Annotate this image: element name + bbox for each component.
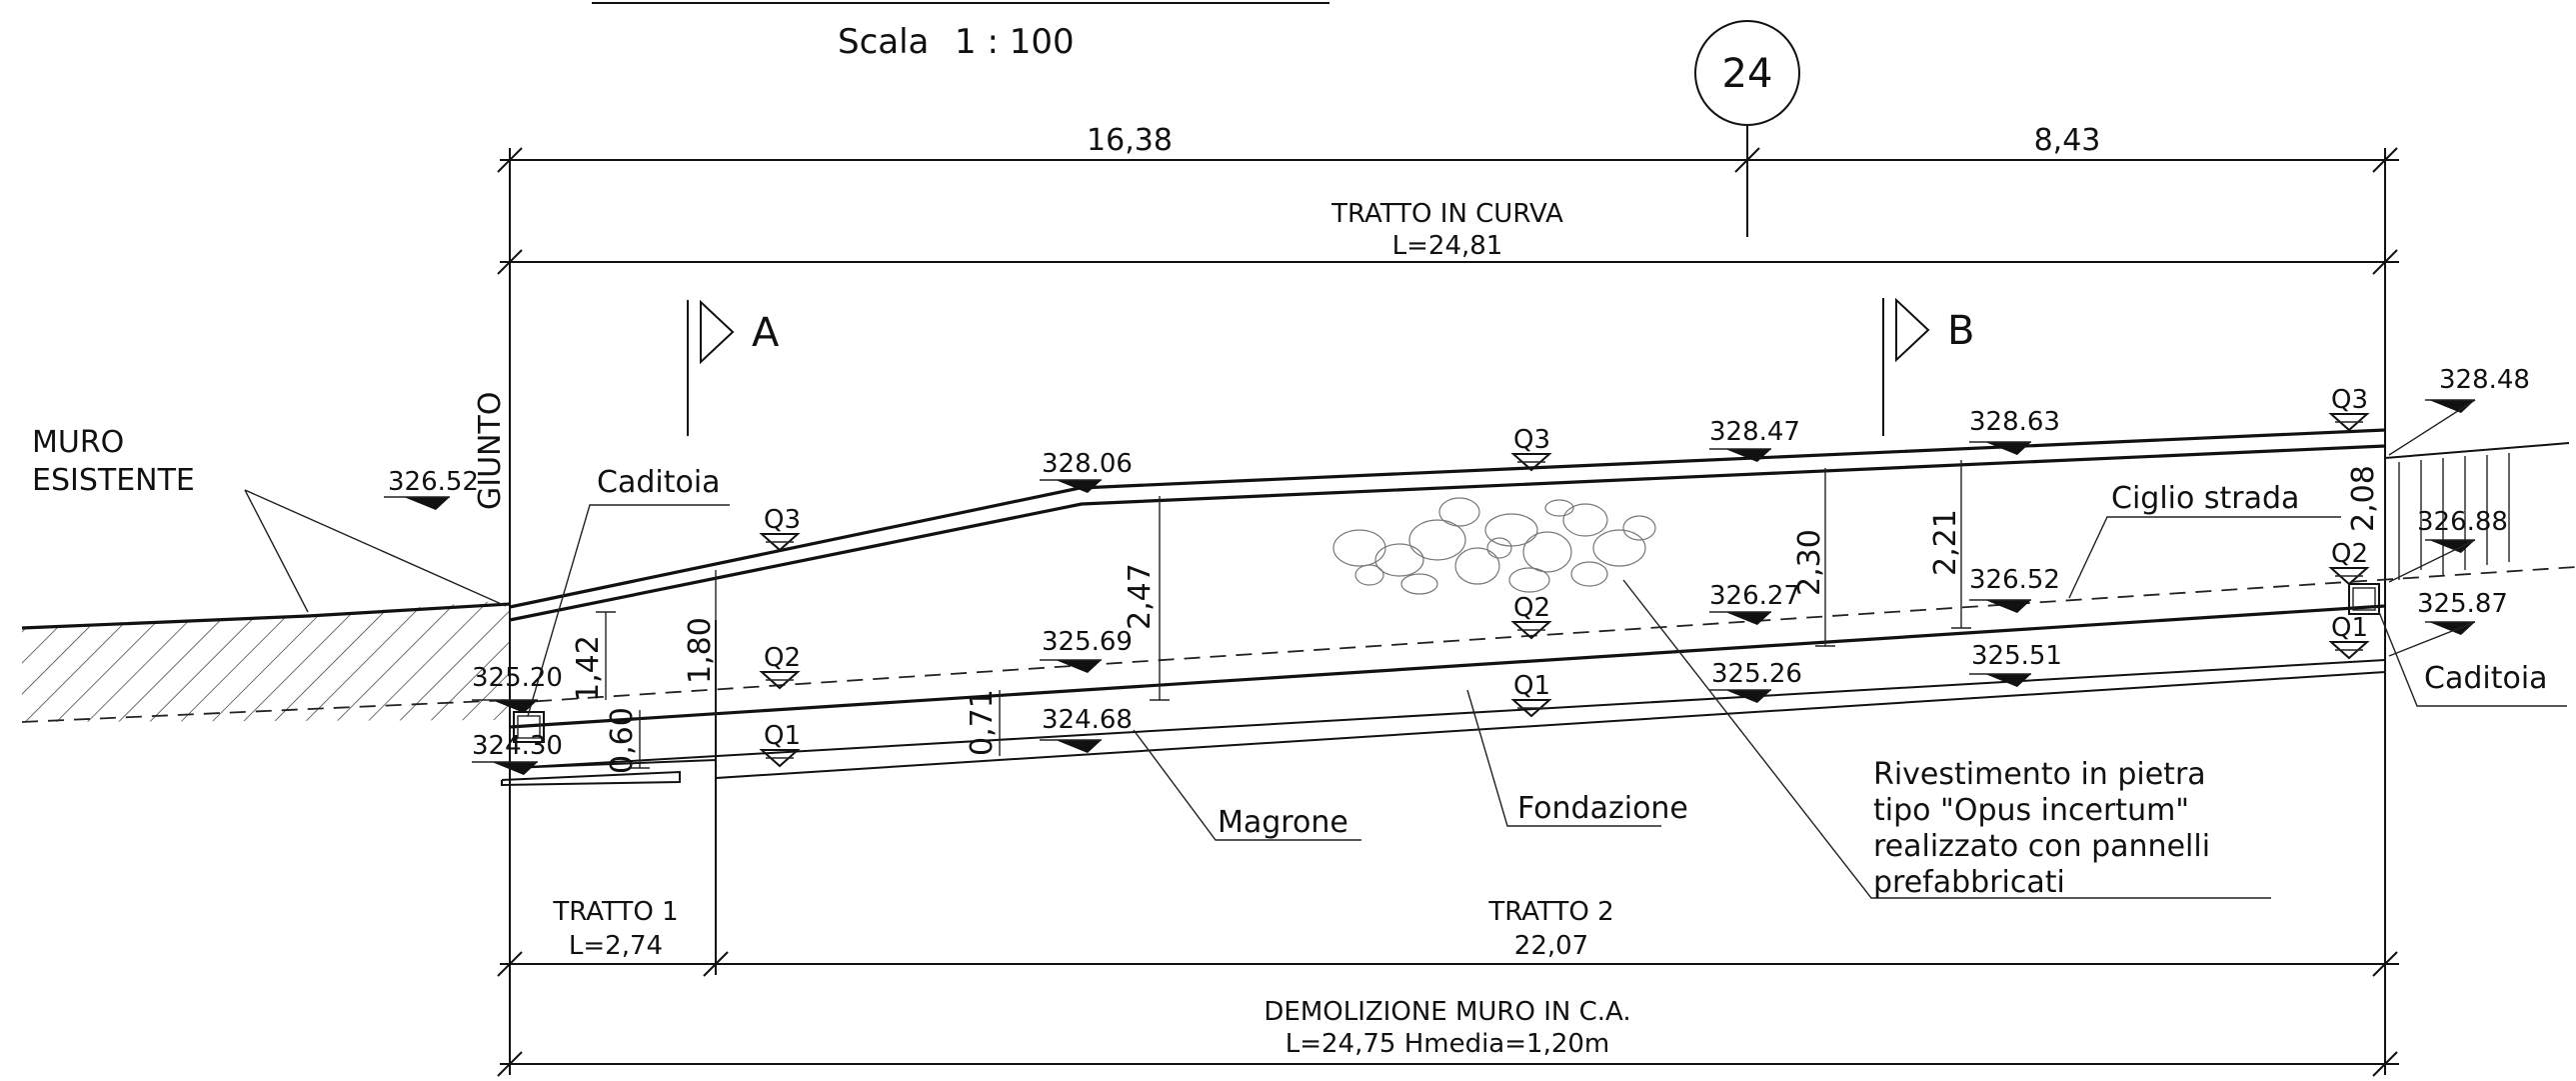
rivestimento-label-3: realizzato con pannelli xyxy=(1873,829,2210,864)
rivestimento-label-2: tipo "Opus incertum" xyxy=(1873,793,2189,828)
ciglio-strada-label: Ciglio strada xyxy=(2111,481,2299,516)
section-number-bubble: 24 xyxy=(1694,20,1800,237)
height-dimensions: 1,42 0,60 1,80 2,47 0,71 2,30 2,21 2,08 xyxy=(571,460,2381,774)
muro-esistente-label-1: MURO xyxy=(32,425,124,460)
level-tags: Q3 Q3 Q3 Q2 Q2 Q2 Q1 Q1 Q1 xyxy=(759,385,2370,768)
elev-325-20: 325.20 xyxy=(472,663,563,693)
dim-16-38: 16,38 xyxy=(1087,123,1173,158)
rivestimento-label-4: prefabbricati xyxy=(1873,865,2065,900)
fondazione-label: Fondazione xyxy=(1517,791,1688,826)
muro-esistente-leader xyxy=(244,489,309,613)
elev-326-27: 326.27 xyxy=(1709,581,1800,611)
rivestimento-label-1: Rivestimento in pietra xyxy=(1873,757,2206,792)
height-2-08: 2,08 xyxy=(2346,465,2381,532)
tratto-in-curva-label: TRATTO IN CURVA xyxy=(1330,199,1563,229)
caditoia-left-label: Caditoia xyxy=(597,465,721,500)
elev-326-52-left: 326.52 xyxy=(388,467,479,497)
height-1-80: 1,80 xyxy=(683,617,718,684)
height-2-21: 2,21 xyxy=(1928,509,1963,576)
magrone-leader xyxy=(1133,729,1361,841)
elev-324-30: 324.30 xyxy=(472,731,563,761)
height-0-60: 0,60 xyxy=(605,707,640,774)
elev-326-52-right: 326.52 xyxy=(1969,565,2060,595)
height-1-42: 1,42 xyxy=(571,635,606,702)
tag-q3-c: Q3 xyxy=(2331,385,2368,415)
tag-q1-a: Q1 xyxy=(764,721,801,751)
tag-q2-b: Q2 xyxy=(1513,593,1550,623)
bottom-dimension-chain: TRATTO 1 L=2,74 TRATTO 2 22,07 DEMOLIZIO… xyxy=(497,897,2399,1077)
scale-value: 1 : 100 xyxy=(955,22,1075,62)
elev-325-87: 325.87 xyxy=(2417,589,2508,619)
caditoia-right-label: Caditoia xyxy=(2424,661,2548,696)
tag-q1-c: Q1 xyxy=(2331,613,2368,643)
caditoia-left-leader xyxy=(527,504,730,717)
tratto2-length: 22,07 xyxy=(1514,931,1588,961)
svg-text:B: B xyxy=(1947,308,1974,354)
demolizione-length: L=24,75 Hmedia=1,20m xyxy=(1286,1029,1610,1059)
giunto-label: GIUNTO xyxy=(473,392,508,510)
tratto1-length: L=2,74 xyxy=(569,931,663,961)
ciglio-strada-line xyxy=(509,566,2576,704)
svg-text:A: A xyxy=(752,310,780,356)
section-mark-b: B xyxy=(1882,297,1974,436)
elev-328-48: 328.48 xyxy=(2439,365,2530,395)
muro-esistente-label-2: ESISTENTE xyxy=(32,463,195,498)
dim-8-43: 8,43 xyxy=(2034,123,2101,158)
caditoia-right-box xyxy=(2348,583,2380,615)
svg-text:24: 24 xyxy=(1722,51,1773,97)
elev-324-68: 324.68 xyxy=(1042,705,1133,735)
magrone-label: Magrone xyxy=(1218,805,1348,840)
opus-incertum-pattern xyxy=(1332,497,1656,595)
tratto-in-curva-length: L=24,81 xyxy=(1392,231,1503,261)
elev-328-47: 328.47 xyxy=(1709,417,1800,447)
tratto2-label: TRATTO 2 xyxy=(1487,897,1613,927)
right-ground xyxy=(2384,442,2570,580)
demolizione-label: DEMOLIZIONE MURO IN C.A. xyxy=(1264,997,1630,1027)
existing-wall xyxy=(21,600,511,723)
top-dimension-chain: 16,38 8,43 TRATTO IN CURVA L=24,81 xyxy=(497,123,2399,1075)
elevation-markers: 326.52 328.06 328.47 328.63 328.48 326.8… xyxy=(384,365,2530,775)
elev-328-06: 328.06 xyxy=(1042,449,1133,479)
elev-326-88: 326.88 xyxy=(2417,507,2508,537)
tratto1-label: TRATTO 1 xyxy=(552,897,678,927)
ciglio-strada-leader xyxy=(2068,516,2341,599)
height-2-47: 2,47 xyxy=(1123,563,1158,630)
elev-328-63: 328.63 xyxy=(1969,407,2060,437)
elev-325-69: 325.69 xyxy=(1042,627,1133,657)
tag-q2-c: Q2 xyxy=(2331,539,2368,569)
tag-q3-a: Q3 xyxy=(764,505,801,535)
fondazione-leader xyxy=(1466,689,1661,827)
tag-q3-b: Q3 xyxy=(1513,425,1550,455)
rivestimento-leader xyxy=(1622,579,2271,899)
tag-q1-b: Q1 xyxy=(1513,671,1550,701)
section-mark-a: A xyxy=(687,299,780,436)
height-2-30: 2,30 xyxy=(1792,529,1827,596)
elev-325-51: 325.51 xyxy=(1971,641,2062,671)
tag-q2-a: Q2 xyxy=(764,643,801,673)
height-0-71: 0,71 xyxy=(965,689,1000,756)
scale-label: Scala xyxy=(838,22,929,62)
caditoia-right-leader xyxy=(2378,611,2567,707)
elev-325-26: 325.26 xyxy=(1711,659,1802,689)
